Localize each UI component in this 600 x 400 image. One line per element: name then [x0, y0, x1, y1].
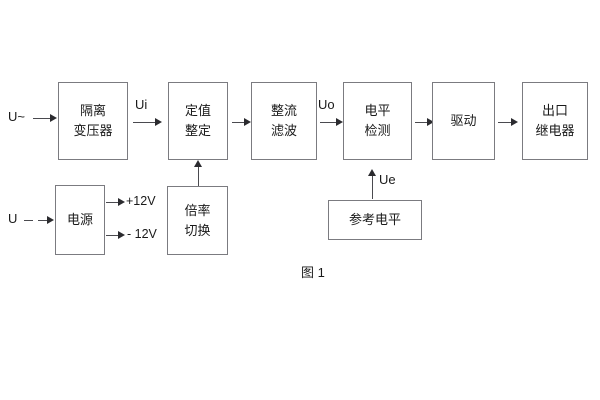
block-isolation-transformer-line-1: 隔离 — [79, 103, 106, 119]
block-power-supply: 电源 — [55, 185, 105, 255]
input-ac-label: U~ — [8, 109, 25, 124]
block-level-detection: 电平 检测 — [343, 82, 412, 160]
connector-input-dc-dash-1 — [24, 220, 33, 221]
connector-transformer-to-setting — [133, 122, 156, 123]
block-power-supply-line-1: 电源 — [66, 212, 93, 228]
signal-uo-label: Uo — [318, 97, 335, 112]
arrowhead-multiplier-to-setting-icon — [194, 160, 202, 167]
connector-setting-to-rectify — [232, 122, 247, 123]
connector-drive-to-relay — [498, 122, 514, 123]
block-level-detection-line-1: 电平 — [364, 103, 391, 119]
arrowhead-ue-icon — [368, 169, 376, 176]
block-drive: 驱动 — [432, 82, 495, 160]
input-dc-label: U — [8, 211, 18, 226]
connector-reference-to-level — [372, 175, 373, 199]
block-setting-value: 定值 整定 — [168, 82, 228, 160]
arrowhead-rail-positive-icon — [118, 198, 125, 206]
arrowhead-uo-icon — [336, 118, 343, 126]
signal-ui-label: Ui — [135, 97, 148, 112]
rail-negative-label: - 12V — [127, 227, 157, 241]
connector-input-ac — [33, 118, 51, 119]
block-drive-line-1: 驱动 — [450, 113, 477, 129]
block-setting-value-line-2: 整定 — [184, 123, 211, 138]
block-rectify-filter-line-1: 整流 — [270, 103, 297, 119]
block-multiplier-switch: 倍率 切换 — [167, 186, 228, 255]
figure-caption: 图 1 — [301, 265, 325, 280]
rail-positive-label: +12V — [126, 194, 156, 208]
block-reference-level-line-1: 参考电平 — [348, 212, 401, 228]
arrowhead-input-ac-icon — [50, 114, 57, 122]
connector-rail-positive — [106, 202, 120, 203]
block-reference-level: 参考电平 — [328, 200, 422, 240]
arrowhead-drive-to-relay-icon — [511, 118, 518, 126]
signal-ue-label: Ue — [379, 172, 396, 187]
block-output-relay: 出口 继电器 — [522, 82, 588, 160]
block-rectify-filter: 整流 滤波 — [251, 82, 317, 160]
arrowhead-level-to-drive-icon — [427, 118, 434, 126]
arrowhead-setting-to-rectify-icon — [244, 118, 251, 126]
connector-rail-negative — [106, 235, 120, 236]
block-setting-value-line-1: 定值 — [184, 103, 211, 119]
arrowhead-rail-negative-icon — [118, 231, 125, 239]
connector-input-dc-dash-2 — [38, 220, 47, 221]
connector-level-to-drive — [415, 122, 430, 123]
block-output-relay-line-1: 出口 — [541, 103, 568, 119]
arrowhead-input-dc-icon — [47, 216, 54, 224]
block-isolation-transformer-line-2: 变压器 — [73, 123, 113, 138]
block-level-detection-line-2: 检测 — [364, 123, 391, 138]
block-rectify-filter-line-2: 滤波 — [270, 123, 297, 138]
block-multiplier-switch-line-2: 切换 — [184, 222, 211, 238]
block-isolation-transformer: 隔离 变压器 — [58, 82, 128, 160]
connector-rectify-to-level — [320, 122, 337, 123]
connector-multiplier-to-setting — [198, 166, 199, 186]
block-multiplier-switch-line-1: 倍率 — [184, 202, 211, 218]
arrowhead-ui-icon — [155, 118, 162, 126]
block-output-relay-line-2: 继电器 — [535, 123, 575, 138]
